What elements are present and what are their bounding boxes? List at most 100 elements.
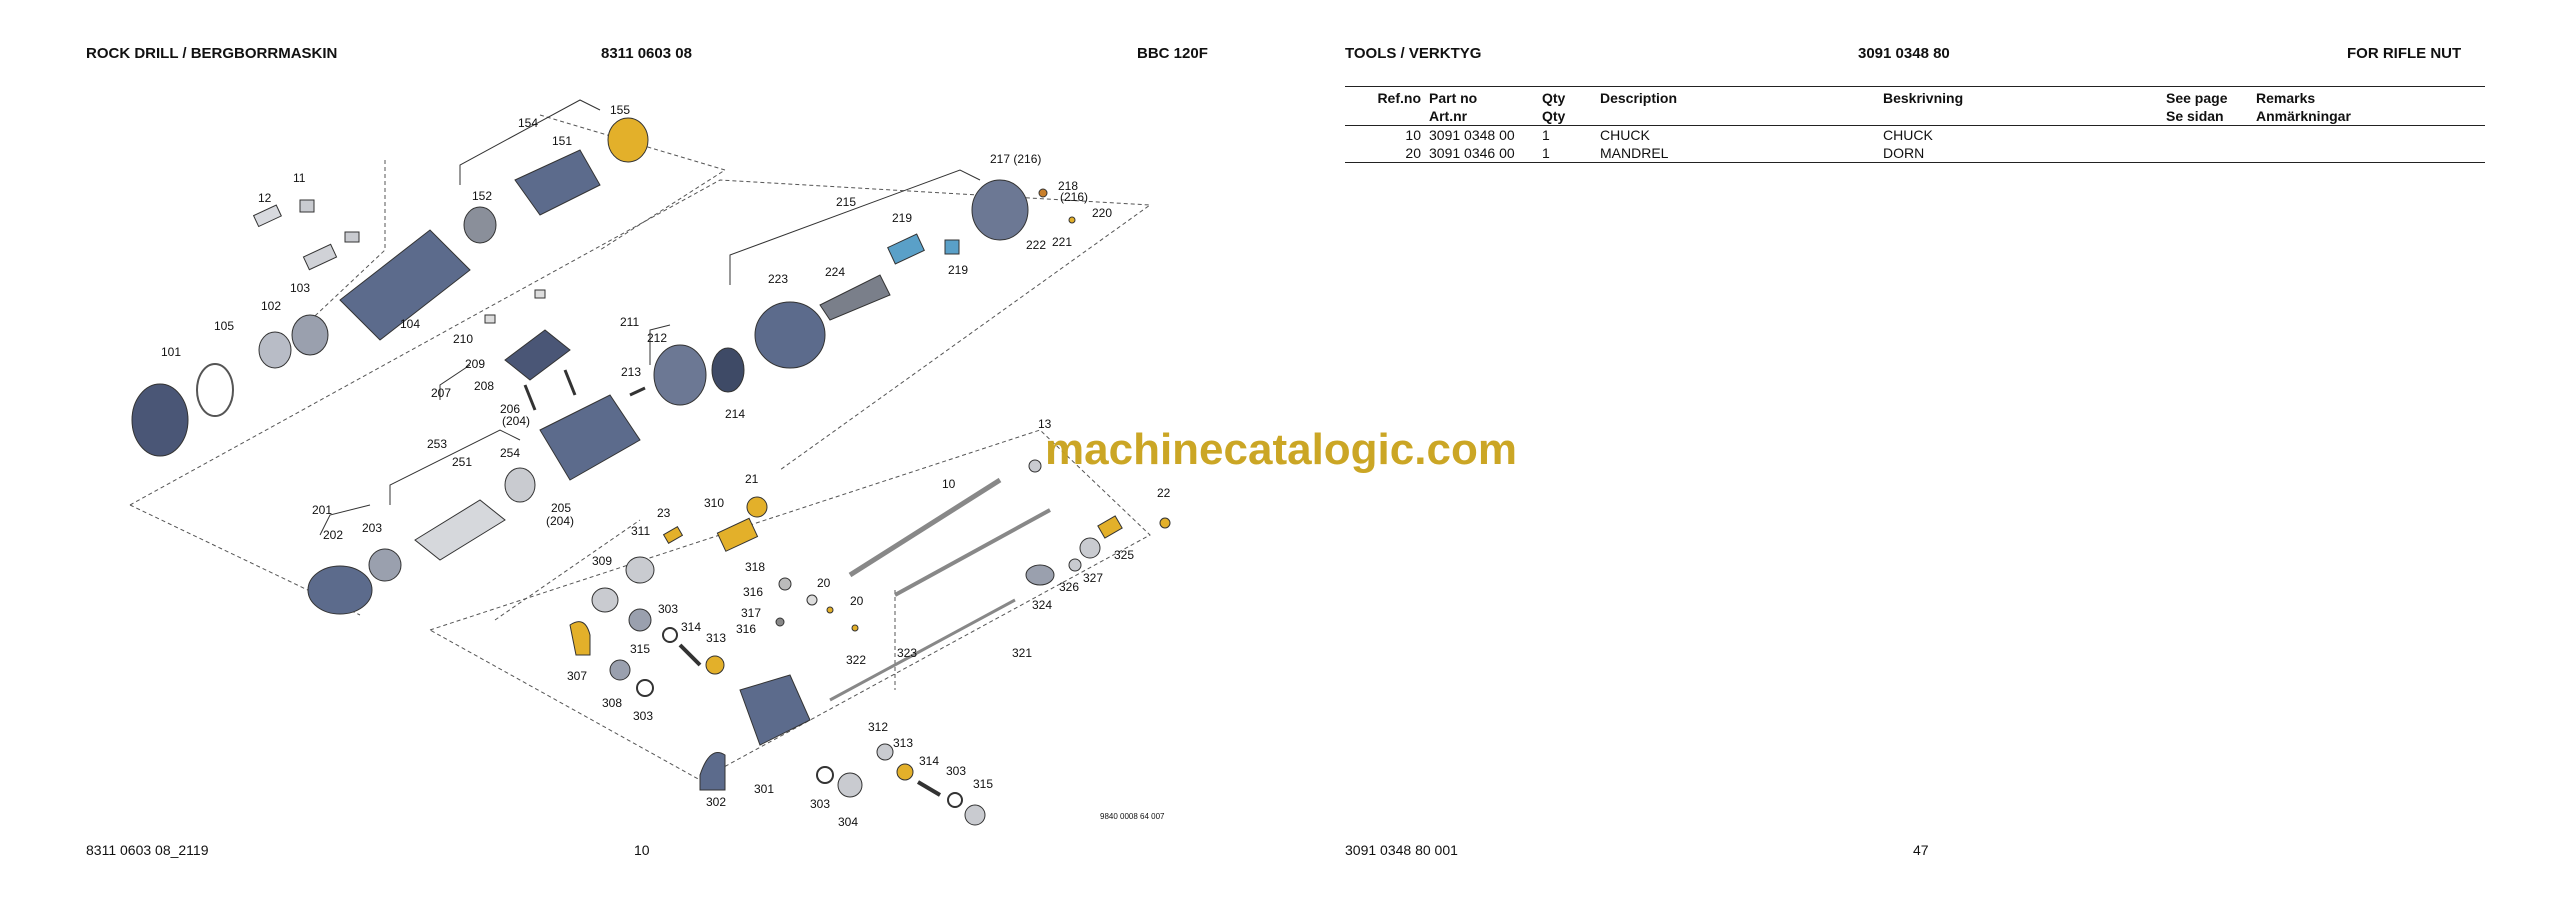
part-202 [307, 565, 373, 615]
callout-label: 301 [754, 782, 774, 796]
cell-qty: 1 [1538, 144, 1596, 163]
part-313 [705, 655, 725, 675]
part-small-2 [344, 231, 360, 243]
part-219 [887, 233, 925, 265]
part-209 [534, 289, 546, 299]
cell-qty: 1 [1542, 127, 1550, 143]
col-part-2: Art.nr [1425, 107, 1538, 126]
bracket-201 [319, 504, 371, 536]
callout-label: 20 [850, 594, 864, 608]
callout-label: 215 [836, 195, 856, 209]
part-22 [1159, 517, 1171, 529]
part-12 [252, 204, 282, 228]
table-header-row: Ref.no Part no Qty Description Beskrivni… [1345, 86, 2485, 107]
guide-line [129, 179, 1152, 506]
col-besk: Beskrivning [1879, 86, 2162, 107]
callout-label: 155 [610, 103, 630, 117]
cell-desc: MANDREL [1596, 144, 1879, 163]
cell-besk: DORN [1879, 144, 2162, 163]
table-header-row-2: Art.nr Qty Se sidan Anmärkningar [1345, 107, 2485, 126]
callout-label: (204) [546, 514, 574, 528]
callout-label: 214 [725, 407, 745, 421]
bracket-253 [389, 429, 521, 505]
part-220 [1068, 216, 1076, 224]
part-303-ring [662, 627, 678, 643]
callout-label: 322 [846, 653, 866, 667]
part-103 [291, 314, 329, 356]
callout-label: 223 [768, 272, 788, 286]
table-row: 10 3091 0348 00 1 CHUCK CHUCK [1345, 126, 2485, 145]
bracket-211 [649, 324, 671, 365]
callout-label: 313 [893, 736, 913, 750]
part-309b [591, 587, 619, 613]
part-212 [653, 344, 707, 406]
cell-part: 3091 0348 00 [1429, 127, 1515, 143]
part-303c [947, 792, 963, 808]
callout-label: 318 [745, 560, 765, 574]
callout-label: 312 [868, 720, 888, 734]
left-page: ROCK DRILL / BERGBORRMASKIN 8311 0603 08… [86, 45, 1208, 858]
part-323 [829, 598, 1016, 702]
callout-label: 254 [500, 446, 520, 460]
part-104 [339, 229, 471, 341]
guide-line [539, 114, 727, 251]
callout-label: 309 [592, 554, 612, 568]
part-224 [819, 274, 891, 321]
bracket-207 [439, 364, 471, 400]
callout-label: 152 [472, 189, 492, 203]
callout-label: 314 [681, 620, 701, 634]
callout-label: 210 [453, 332, 473, 346]
callout-label: 323 [897, 646, 917, 660]
part-155 [607, 117, 649, 163]
part-219b [944, 239, 960, 255]
part-10 [848, 477, 1002, 578]
callout-label: 218 [1058, 179, 1078, 193]
col-page-2: Se sidan [2162, 107, 2252, 126]
callout-label: 209 [465, 357, 485, 371]
part-13 [1028, 459, 1042, 473]
part-314b [916, 780, 942, 797]
left-footer-code: 8311 0603 08_2119 [86, 842, 209, 858]
callout-label: 220 [1092, 206, 1112, 220]
col-remarks: Remarks [2252, 86, 2485, 107]
part-210 [484, 314, 496, 324]
part-206b [563, 369, 577, 396]
callout-label: 208 [474, 379, 494, 393]
part-312 [876, 743, 894, 761]
right-page-number: 47 [1913, 842, 1929, 858]
cell-page [2162, 144, 2252, 163]
part-254 [504, 467, 536, 503]
cell-besk: CHUCK [1883, 127, 1933, 143]
part-310 [716, 517, 759, 552]
part-203 [368, 548, 402, 582]
part-20 [826, 606, 834, 614]
figure-code: 9840 0008 64 007 [1100, 812, 1165, 821]
callout-label: 308 [602, 696, 622, 710]
part-327 [1079, 537, 1101, 559]
callout-label: 11 [293, 171, 306, 185]
part-325 [1097, 515, 1123, 539]
callout-label: 315 [973, 777, 993, 791]
callout-label: 315 [630, 642, 650, 656]
callout-label: (204) [502, 414, 530, 428]
callout-label: 21 [745, 472, 759, 486]
right-title: TOOLS / VERKTYG [1345, 45, 1482, 62]
callout-label: 207 [431, 386, 451, 400]
table-row: 20 3091 0346 00 1 MANDREL DORN [1345, 144, 2485, 163]
callout-label: 12 [258, 191, 272, 205]
part-102 [258, 331, 292, 369]
parts-table: Ref.no Part no Qty Description Beskrivni… [1345, 86, 2485, 163]
callout-label: 224 [825, 265, 845, 279]
cell-ref: 20 [1345, 144, 1425, 163]
callout-label: 324 [1032, 598, 1052, 612]
callout-label: 307 [567, 669, 587, 683]
col-qty: Qty [1538, 86, 1596, 107]
callout-label: 303 [658, 602, 678, 616]
bracket-154 [459, 99, 601, 185]
part-317 [806, 594, 818, 606]
part-21 [746, 496, 768, 518]
part-304 [837, 772, 863, 798]
callout-label: 221 [1052, 235, 1072, 249]
part-326 [1068, 558, 1082, 572]
part-23 [662, 525, 684, 545]
